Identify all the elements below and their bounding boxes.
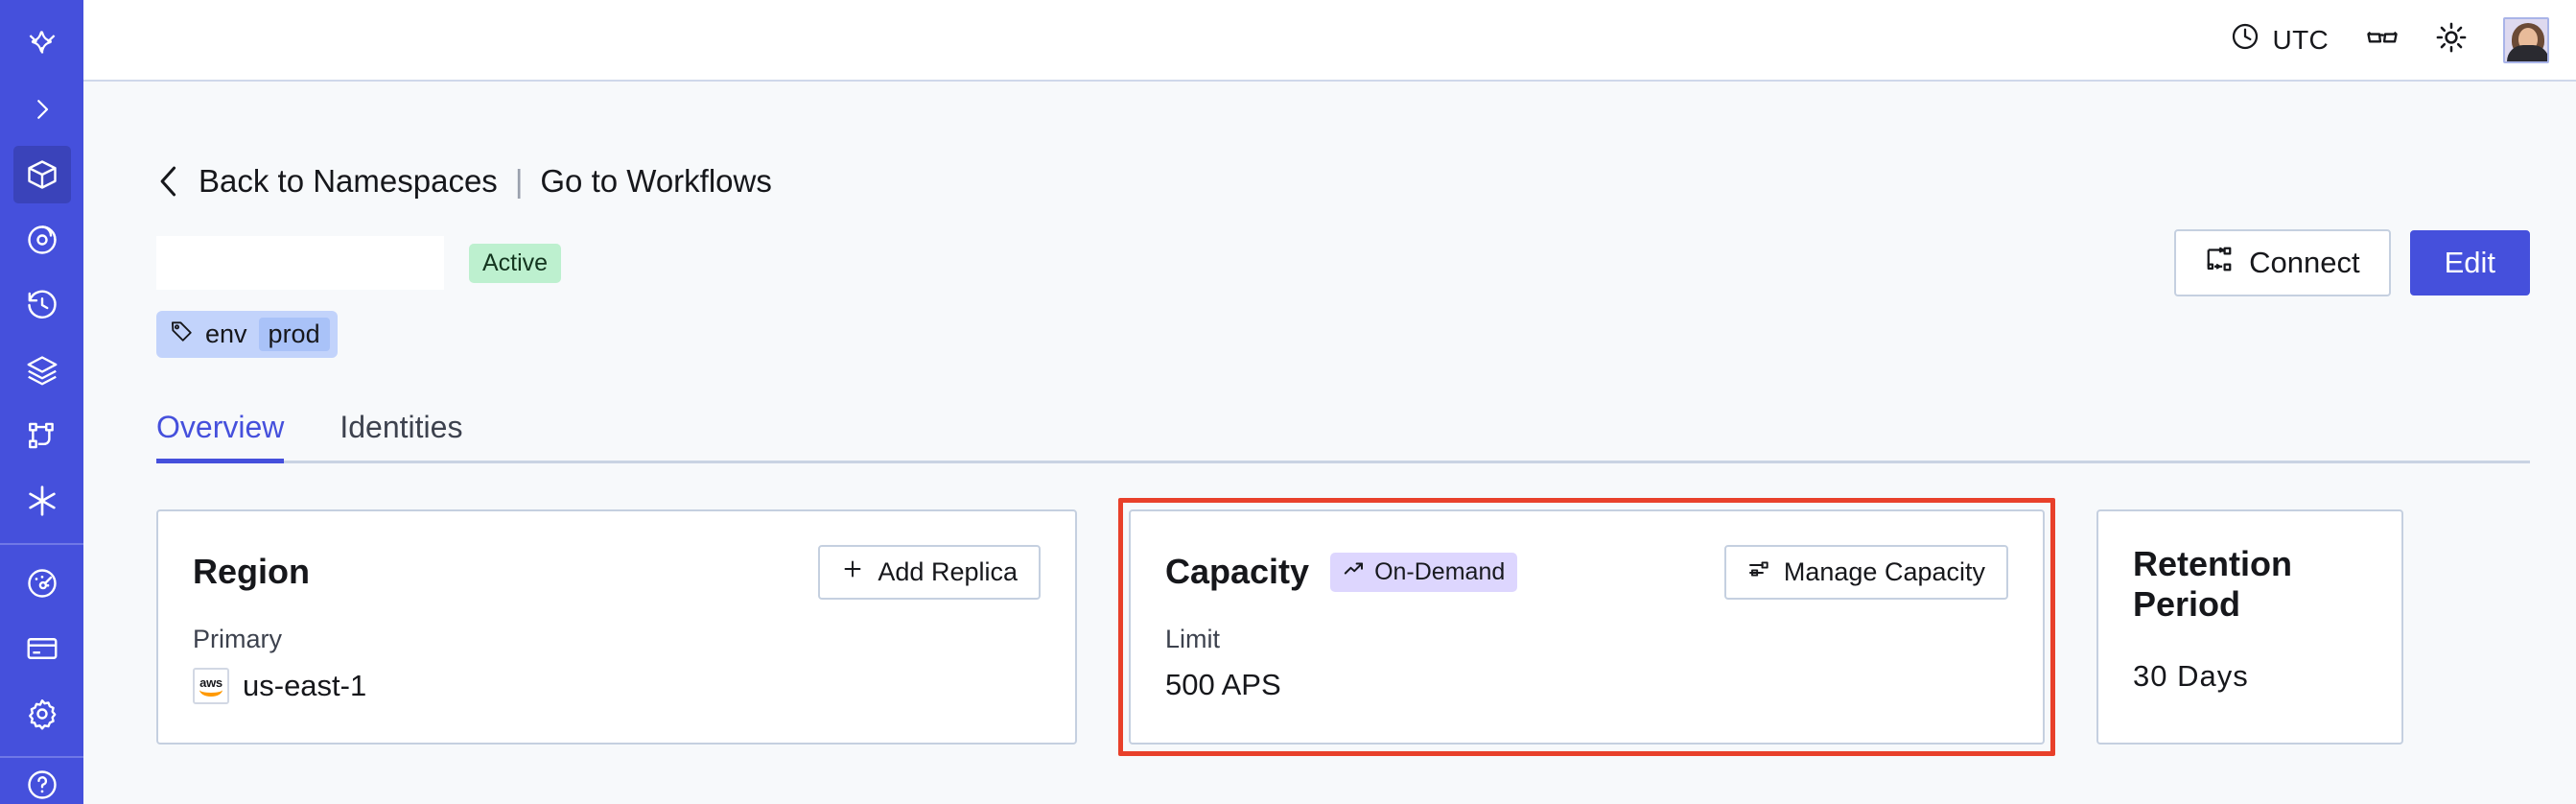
edit-button-label: Edit [2444, 246, 2495, 279]
timezone-label: UTC [2272, 24, 2329, 55]
sidebar-item-namespaces[interactable] [12, 146, 71, 203]
temporal-logo-icon[interactable] [13, 13, 71, 71]
capacity-limit-label: Limit [1165, 625, 1221, 653]
region-primary-label: Primary [193, 625, 282, 653]
breadcrumb-workflows-link[interactable]: Go to Workflows [540, 163, 772, 199]
breadcrumb-separator: | [514, 163, 524, 199]
capacity-limit-value: 500 APS [1165, 668, 1281, 701]
sidebar-item-usage[interactable] [13, 555, 71, 612]
page-content: Back to Namespaces | Go to Workflows Act… [83, 82, 2576, 804]
edit-button[interactable]: Edit [2409, 230, 2530, 296]
sidebar-item-integrations[interactable] [13, 472, 71, 530]
sidebar-item-billing[interactable] [13, 620, 71, 677]
clock-rewind-icon [25, 288, 59, 322]
theme-toggle-button[interactable] [2417, 12, 2486, 69]
capacity-card-title: Capacity [1165, 552, 1310, 591]
top-bar: UTC [83, 0, 2576, 82]
expand-rail-chevron-right-icon[interactable] [13, 81, 71, 138]
add-replica-label: Add Replica [878, 556, 1018, 586]
plus-icon [841, 557, 864, 587]
sidebar-item-workflows[interactable] [13, 407, 71, 464]
capacity-card-action: Manage Capacity [1118, 498, 2055, 756]
manage-capacity-button[interactable]: Manage Capacity [1723, 544, 2008, 600]
avatar[interactable] [2503, 16, 2549, 63]
layers-icon [25, 353, 59, 388]
help-circle-icon [25, 768, 59, 804]
sidebar-item-help[interactable] [0, 768, 83, 804]
credit-card-icon [25, 631, 59, 666]
clock-icon [2230, 21, 2260, 59]
namespace-tags: env prod [156, 311, 2530, 358]
aws-logo-icon: aws [193, 668, 229, 704]
docs-button[interactable] [2348, 12, 2417, 69]
top-bar-actions: UTC [2211, 12, 2549, 69]
region-primary-value: us-east-1 [243, 669, 367, 702]
status-badge: Active [469, 243, 562, 283]
gauge-icon [25, 566, 59, 601]
tab-identities[interactable]: Identities [340, 410, 463, 444]
asterisk-icon [24, 483, 60, 519]
timezone-selector[interactable]: UTC [2211, 13, 2348, 66]
capacity-mode-label: On-Demand [1374, 557, 1506, 585]
sidebar-item-history[interactable] [13, 276, 71, 334]
overview-cards: Region Add Replica [156, 498, 2530, 756]
retention-value: 30 Days [2133, 659, 2249, 693]
tag-icon [170, 319, 194, 350]
trending-up-icon [1343, 557, 1366, 587]
connect-button[interactable]: Connect [2174, 229, 2391, 296]
tag-env[interactable]: env prod [156, 311, 338, 358]
retention-card-title: Retention Period [2133, 544, 2292, 624]
tab-overview[interactable]: Overview [156, 400, 301, 463]
aws-logo-text: aws [199, 674, 222, 690]
manage-capacity-label: Manage Capacity [1783, 556, 1985, 586]
glasses-icon [2365, 20, 2400, 59]
gear-icon [25, 697, 59, 731]
retention-card: Retention Period 30 Days [2096, 509, 2403, 745]
sidebar-item-layers[interactable] [13, 342, 71, 399]
breadcrumb-back-link[interactable]: Back to Namespaces [199, 163, 498, 199]
chevron-left-icon[interactable] [156, 164, 181, 199]
page-title [156, 236, 444, 290]
tag-value: prod [258, 318, 330, 351]
sliders-icon [1747, 557, 1770, 587]
eye-spiral-icon [25, 223, 59, 257]
capacity-mode-badge: On-Demand [1330, 552, 1518, 592]
tab-bar: Overview Identities [156, 400, 2530, 463]
breadcrumb: Back to Namespaces | Go to Workflows [156, 163, 2530, 200]
add-replica-button[interactable]: Add Replica [818, 544, 1041, 600]
sidebar-item-settings[interactable] [13, 685, 71, 743]
connect-button-label: Connect [2249, 246, 2360, 279]
sidebar-item-observability[interactable] [13, 211, 71, 269]
capacity-card-header: Capacity On-Demand [1118, 498, 2055, 756]
sidebar-divider-bottom [0, 756, 83, 758]
avatar-body [2507, 44, 2547, 61]
region-card-title: Region [193, 552, 310, 591]
region-card: Region Add Replica [156, 509, 1077, 745]
main-region: UTC [83, 0, 2576, 804]
namespace-header: Active [156, 229, 2530, 296]
sidebar-nav [0, 0, 83, 804]
retention-card-header: Retention Period [2133, 544, 2367, 625]
capacity-card: Capacity On-Demand [1118, 498, 2055, 756]
region-card-header: Region Add Replica [193, 544, 1041, 600]
connect-icon [2205, 245, 2234, 281]
aws-swoosh [199, 690, 222, 697]
region-primary-value-row: aws us-east-1 [193, 668, 1041, 704]
git-branch-icon [26, 419, 59, 452]
sidebar-divider [0, 543, 83, 545]
region-card-action: Add Replica [818, 544, 1041, 600]
tag-key: env [205, 319, 247, 348]
cube-icon [25, 157, 59, 192]
sun-icon [2434, 20, 2469, 59]
header-actions: Connect Edit [2174, 229, 2530, 296]
